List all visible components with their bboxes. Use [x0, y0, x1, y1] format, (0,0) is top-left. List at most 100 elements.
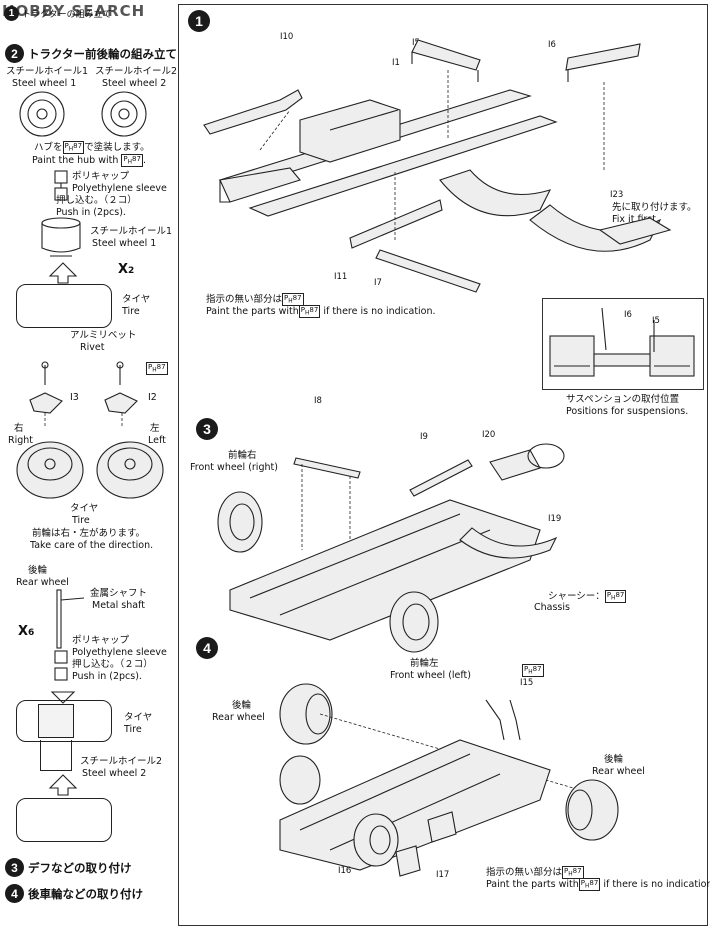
metal-shaft-icon [56, 589, 85, 649]
inset-part-i6: I6 [624, 310, 632, 320]
rear-wheel-label-en: Rear wheel [16, 577, 69, 588]
step-1-title: トラクターの組み立て [22, 10, 112, 20]
tire3-label-jp: タイヤ [124, 712, 153, 723]
step-4-badge: 4 [5, 884, 24, 903]
step-3-badge: 3 [5, 858, 24, 877]
suspension-inset-box [542, 298, 704, 390]
rivet-label-jp: アルミリベット [70, 330, 137, 341]
rivet-label-en: Rivet [80, 342, 105, 353]
poly-cap-label-jp: ポリキャップ [72, 171, 130, 182]
right-step-4-badge: 4 [196, 637, 218, 659]
part-i9: I9 [420, 432, 428, 442]
chassis-label-en: Chassis [534, 602, 570, 613]
rear-left-jp: 後輪 [232, 700, 252, 711]
part-i15: I15 [520, 678, 534, 688]
front-left-en: Front wheel (left) [390, 670, 471, 681]
poly-cap-icon [54, 170, 68, 201]
tire-front-view [16, 284, 112, 328]
right-step-3-badge: 3 [196, 418, 218, 440]
rear-tire-assembly [16, 700, 112, 742]
push-in-label-en: Push in (2pcs). [56, 207, 126, 218]
steel-wheel2b-jp: スチールホイール2 [80, 756, 163, 767]
part-i23: I23 [610, 190, 624, 200]
suspension-inset-diagram [549, 307, 695, 377]
tire2-label-jp: タイヤ [70, 503, 99, 514]
part-i16: I16 [338, 866, 352, 876]
down-arrow [50, 691, 76, 704]
part-i1: I1 [392, 58, 400, 68]
part-i11: I11 [334, 272, 348, 282]
chassis-frame-diagram [203, 39, 672, 293]
hobby-search-logo: HOBBY SEARCH [2, 2, 146, 20]
steel-wheel-cup [41, 217, 81, 257]
quantity-x6: X6 [18, 624, 35, 639]
chassis-label-jp: シャーシー：PH87 [548, 590, 627, 604]
chassis-step4-diagram [279, 683, 619, 877]
up-arrow-2 [48, 774, 78, 796]
step-3-title: デフなどの取り付け [28, 861, 132, 875]
rear-right-jp: 後輪 [604, 754, 624, 765]
front-tires-pair [16, 441, 164, 499]
part-i2: I2 [148, 392, 157, 403]
rivet-hub-parts [29, 361, 138, 427]
paint-code-rivet: PH87 [146, 362, 168, 376]
part-i17: I17 [436, 870, 450, 880]
push2-label-en: Push in (2pcs). [72, 671, 142, 682]
steel-wheel1-label-en: Steel wheel 1 [12, 78, 77, 89]
step-2-badge: 2 [5, 44, 24, 63]
front-right-en: Front wheel (right) [190, 462, 278, 473]
step-1-badge: 1 [4, 6, 19, 21]
part-i3: I3 [70, 392, 79, 403]
tire3-label-en: Tire [124, 724, 142, 735]
paint-code-i15: PH87 [522, 664, 544, 678]
quantity-x2: X2 [118, 262, 135, 277]
rear-left-en: Rear wheel [212, 712, 265, 723]
steel-wheel1b-jp: スチールホイール1 [90, 226, 173, 237]
rear-wheel-label-jp: 後輪 [28, 565, 48, 576]
direction-note-en: Take care of the direction. [30, 540, 154, 551]
rear-hub-insert [38, 704, 74, 738]
steel-wheel2-label-en: Steel wheel 2 [102, 78, 167, 89]
poly2-label-jp: ポリキャップ [72, 635, 130, 646]
direction-note-jp: 前輪は右・左があります。 [32, 528, 146, 539]
steel-wheel1b-en: Steel wheel 1 [92, 238, 157, 249]
fix-first-en: Fix it first. [612, 214, 660, 225]
fix-first-jp: 先に取り付けます。 [612, 202, 697, 213]
right-label-en: Right [8, 435, 34, 446]
step-4-title: 後車輪などの取り付け [28, 887, 143, 901]
part-i10: I10 [280, 32, 294, 42]
front-left-jp: 前輪左 [410, 658, 439, 669]
part-i6: I6 [548, 40, 556, 50]
part-i20: I20 [482, 430, 496, 440]
steel-wheel-discs [19, 91, 147, 137]
part-i7: I7 [374, 278, 382, 288]
steel-wheel2b-en: Steel wheel 2 [82, 768, 147, 779]
paint-hub-en: Paint the hub with PH87. [32, 154, 146, 168]
tire2-label-en: Tire [72, 515, 90, 526]
part-i8: I8 [314, 396, 322, 406]
push2-label-jp: 押し込む。（２コ） [72, 659, 153, 670]
left-label-en: Left [148, 435, 166, 446]
steel-wheel1-label-jp: スチールホイール1 [6, 66, 89, 77]
steel-wheel2-label-jp: スチールホイール2 [95, 66, 178, 77]
rear-right-en: Rear wheel [592, 766, 645, 777]
poly2-label-en: Polyethylene sleeve [72, 647, 167, 658]
poly-cap-icon-2 [54, 650, 68, 681]
tire-label-jp: タイヤ [122, 294, 151, 305]
push-in-label-jp: 押し込む。（２コ） [56, 195, 137, 206]
right-label-jp: 右 [14, 423, 24, 434]
steel-wheel2-cylinder [40, 740, 72, 771]
chassis-step3-diagram [217, 443, 565, 653]
poly-cap-label-en: Polyethylene sleeve [72, 183, 167, 194]
right-step-1-badge: 1 [188, 10, 210, 32]
front-right-jp: 前輪右 [228, 450, 257, 461]
metal-shaft-label-jp: 金属シャフト [90, 588, 148, 599]
right-panel-frame [178, 4, 708, 926]
step-2-title: トラクター前後輪の組み立て [28, 47, 178, 61]
suspension-positions-jp: サスペンションの取付位置 [566, 394, 680, 405]
metal-shaft-label-en: Metal shaft [92, 600, 145, 611]
